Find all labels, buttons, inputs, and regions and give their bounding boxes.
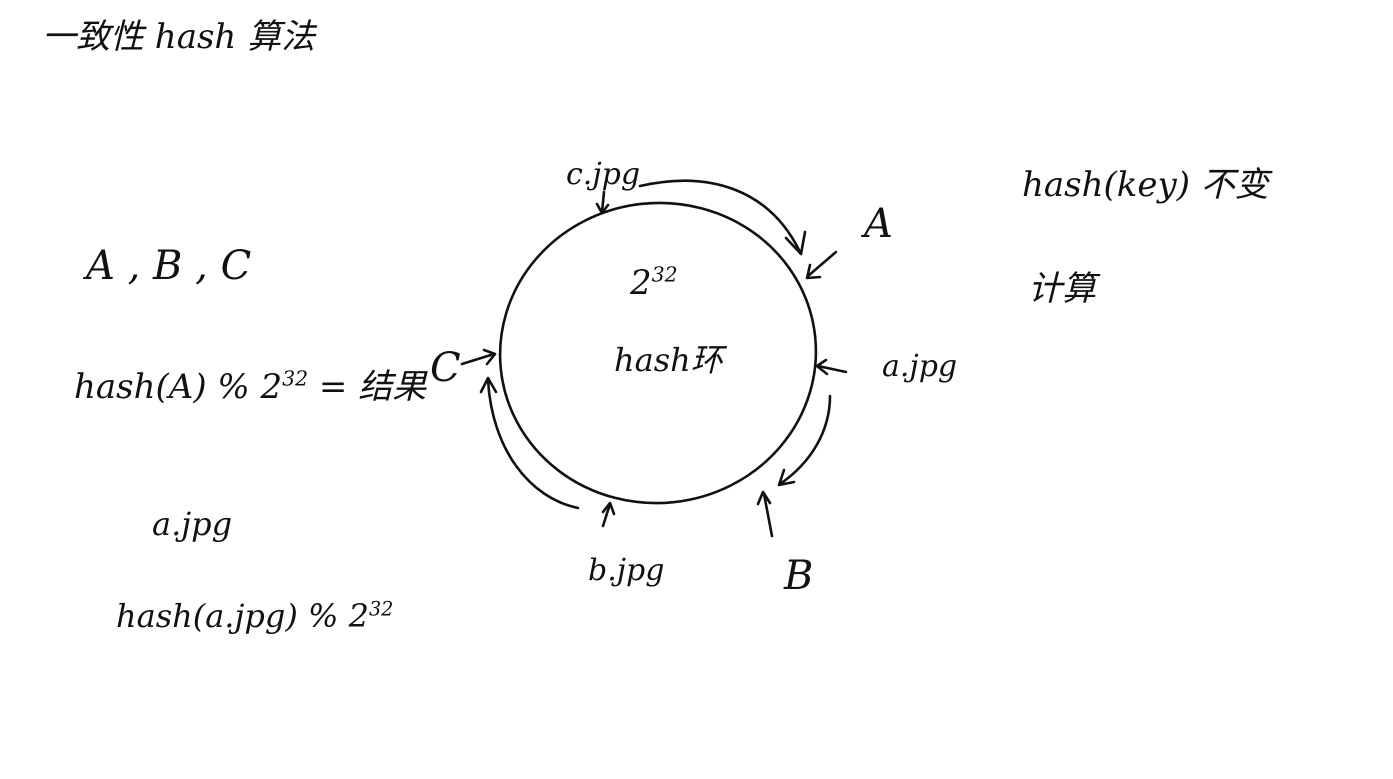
arrow-node-b [762,492,774,538]
file-example: a.jpg [152,505,233,543]
arrow-bjpg-to-c [486,378,580,510]
arrow-node-b-head [756,490,772,506]
arrow-ajpg-to-b-head [777,468,796,487]
file-a-label: a.jpg [882,349,958,384]
arrow-node-c [460,352,496,366]
arrow-cjpg-pointer [600,190,606,214]
ring-size-base: 2 [630,263,652,303]
note-hash-key: hash(key) 不变 [1022,165,1269,205]
node-hash-formula-exponent: 32 [282,366,309,391]
arrow-ajpg-to-b [778,394,832,486]
file-b-label: b.jpg [588,553,665,588]
ring-label: hash环 [614,341,723,379]
note-compute: 计算 [1028,269,1096,309]
arrow-ajpg [816,364,848,374]
file-hash-formula-prefix: hash(a.jpg) % 2 [116,597,369,635]
arrow-node-a [806,250,838,278]
arrow-cjpg-to-a [638,179,802,254]
file-hash-formula: hash(a.jpg) % 232 [116,597,394,635]
ring-size-exponent: 32 [651,262,678,287]
arrow-ajpg-head [815,358,829,376]
file-hash-formula-exponent: 32 [368,597,394,621]
arrow-bjpg-head [601,501,616,516]
node-list: A , B , C [86,243,252,289]
node-hash-formula-suffix: = 结果 [308,367,427,407]
hash-ring [498,201,818,505]
arrow-bjpg-to-c-head [479,376,498,394]
ring-size: 232 [630,262,678,303]
arrow-cjpg-pointer-head [595,202,610,215]
node-a-label: A [864,201,893,247]
arrow-cjpg-to-a-head [784,230,807,256]
node-hash-formula: hash(A) % 232 = 结果 [74,366,427,407]
node-hash-formula-prefix: hash(A) % 2 [74,367,283,407]
arrow-node-a-head [805,263,822,280]
arrow-bjpg [601,502,612,528]
file-c-label: c.jpg [566,157,641,192]
node-c-label: C [430,345,461,391]
node-b-label: B [784,553,814,599]
page-title: 一致性 hash 算法 [42,17,316,57]
arrow-node-c-head [482,348,497,366]
